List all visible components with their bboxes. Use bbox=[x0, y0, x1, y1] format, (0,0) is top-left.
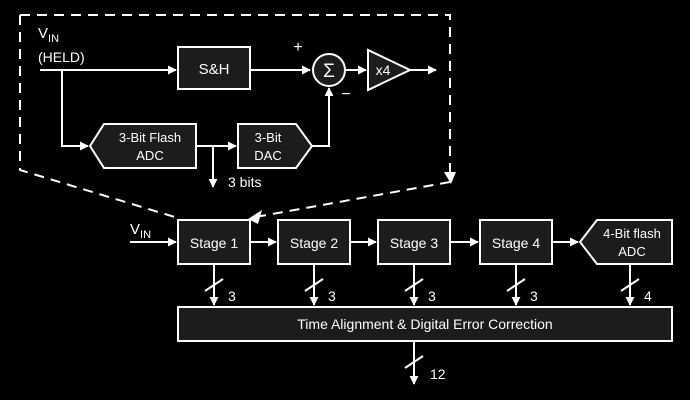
flash-adc-4bit-block bbox=[578, 219, 673, 265]
bus-width-flash-adc: 4 bbox=[644, 288, 652, 304]
wire-vin-to-flash-adc bbox=[61, 70, 89, 151]
flash-adc-4bit-label-line2: ADC bbox=[618, 244, 645, 259]
detail-dashed-boundary bbox=[19, 14, 451, 219]
sample-hold-label: S&H bbox=[199, 61, 230, 78]
vin-held-label: VIN bbox=[38, 25, 59, 45]
stage-2-label: Stage 2 bbox=[290, 235, 338, 251]
bus-flash-adc-4bit bbox=[620, 264, 640, 306]
vin-held-sublabel: (HELD) bbox=[38, 49, 85, 65]
dashed-zoom-arrowhead-left bbox=[248, 210, 262, 224]
stage-4-label: Stage 4 bbox=[492, 235, 540, 251]
dac-3bit-block bbox=[237, 123, 314, 169]
vin-main-label: VIN bbox=[130, 221, 151, 241]
dac-3bit-label-line1: 3-Bit bbox=[255, 130, 282, 145]
summer-plus-sign: + bbox=[293, 39, 302, 56]
gain-label: x4 bbox=[376, 62, 391, 78]
bus-width-stage-1: 3 bbox=[228, 288, 236, 304]
bus-width-stage-2: 3 bbox=[328, 288, 336, 304]
bus-stage-3 bbox=[404, 264, 424, 306]
bus-stage-4 bbox=[506, 264, 526, 306]
bus-stage-1 bbox=[204, 264, 224, 306]
dashed-zoom-arrowhead-right bbox=[444, 172, 456, 184]
summing-symbol: Σ bbox=[323, 61, 335, 82]
bus-stage-2 bbox=[304, 264, 324, 306]
sample-hold-block bbox=[177, 46, 251, 90]
flash-adc-3bit-label-line1: 3-Bit Flash bbox=[119, 130, 181, 145]
gain-amplifier bbox=[367, 48, 413, 92]
flash-adc-3bit-label-line2: ADC bbox=[136, 148, 163, 163]
wire-dac-to-summer bbox=[312, 87, 334, 147]
output-bus bbox=[404, 341, 424, 385]
flash-adc-4bit-label-line1: 4-Bit flash bbox=[603, 226, 661, 241]
bus-width-stage-4: 3 bbox=[530, 288, 538, 304]
error-correction-label: Time Alignment & Digital Error Correctio… bbox=[297, 316, 552, 332]
bus-width-stage-3: 3 bbox=[428, 288, 436, 304]
summer-minus-sign: − bbox=[341, 86, 350, 103]
error-correction-block bbox=[177, 306, 673, 342]
detail-output-bits-label: 3 bits bbox=[228, 174, 261, 190]
stage-3-block bbox=[377, 219, 451, 265]
stage-3-label: Stage 3 bbox=[390, 235, 438, 251]
output-bits-label: 12 bbox=[430, 366, 446, 382]
stage-1-label: Stage 1 bbox=[190, 235, 238, 251]
dac-3bit-label-line2: DAC bbox=[254, 148, 281, 163]
